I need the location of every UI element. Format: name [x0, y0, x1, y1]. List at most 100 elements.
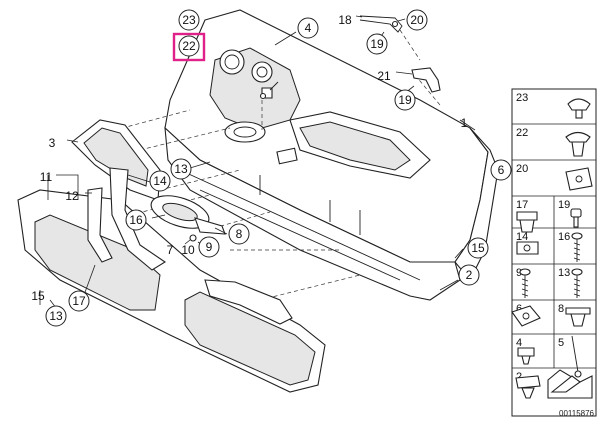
legend-arrow-icon — [547, 369, 593, 399]
callout-c18: 18 — [338, 13, 352, 27]
legend-clip-20-icon — [565, 167, 593, 191]
callout-label: 19 — [398, 93, 412, 107]
callout-label: 14 — [153, 174, 167, 188]
legend-grommet-8-icon — [565, 307, 591, 327]
legend-label-right: 5 — [558, 337, 564, 349]
legend-label-left: 14 — [516, 231, 528, 243]
callout-c11: 11 — [40, 170, 53, 184]
callout-c15-a: 15 — [467, 237, 489, 259]
legend-rivet-22-icon — [565, 131, 591, 157]
callout-c16: 16 — [125, 209, 147, 231]
callout-label: 9 — [206, 240, 213, 254]
legend-screw-13-icon — [571, 268, 583, 298]
callout-c9: 9 — [198, 236, 220, 258]
callout-c13-a: 13 — [170, 158, 192, 180]
callout-label: 12 — [65, 189, 79, 203]
legend-clip-4-icon — [517, 347, 535, 365]
callout-circle — [458, 264, 480, 286]
legend-grommet-17-icon — [516, 211, 538, 233]
callout-c14: 14 — [149, 170, 171, 192]
legend-label-left: 23 — [516, 92, 528, 104]
callout-label: 10 — [181, 243, 195, 257]
callout-label: 6 — [498, 163, 505, 177]
callout-c4: 4 — [297, 17, 319, 39]
callout-c22-top: 22 — [178, 35, 200, 57]
callout-label: 21 — [377, 69, 391, 83]
callout-circle — [366, 33, 388, 55]
legend-label-left: 6 — [516, 303, 522, 315]
callout-label: 13 — [49, 309, 63, 323]
callout-circle — [45, 305, 67, 327]
legend-screw-19-icon — [570, 208, 582, 228]
reference-number: 00115876 — [559, 409, 595, 418]
callout-circle — [406, 9, 428, 31]
callout-label: 4 — [305, 21, 312, 35]
legend-label-right: 8 — [558, 303, 564, 315]
legend-label-left: 2 — [516, 371, 522, 383]
callout-label: 17 — [72, 294, 86, 308]
callout-label: 8 — [236, 227, 243, 241]
door-panel-part-1 — [164, 9, 499, 301]
callout-c7: 7 — [167, 243, 174, 257]
callout-c8: 8 — [228, 223, 250, 245]
callout-c23-top: 23 — [178, 9, 200, 31]
callout-c3: 3 — [49, 136, 56, 150]
legend-wire-5-icon — [571, 335, 582, 378]
callout-c17: 17 — [68, 290, 90, 312]
legend-screw-16-icon — [571, 232, 583, 262]
callout-c6: 6 — [490, 159, 512, 181]
callout-label: 18 — [338, 13, 352, 27]
legend-label-left: 4 — [516, 337, 522, 349]
bracket-part-18 — [359, 15, 403, 33]
callout-circle — [467, 237, 489, 259]
callout-circle — [228, 223, 250, 245]
callout-circle — [297, 17, 319, 39]
callout-c12: 12 — [65, 189, 79, 203]
callout-label: 23 — [182, 13, 196, 27]
callout-label: 7 — [167, 243, 174, 257]
legend-screw-9-icon — [519, 268, 531, 298]
legend-label-right: 16 — [558, 231, 570, 243]
callout-label: 2 — [466, 268, 473, 282]
callout-c2: 2 — [458, 264, 480, 286]
callout-label: 13 — [174, 162, 188, 176]
callout-label: 20 — [410, 13, 424, 27]
callout-circle — [125, 209, 147, 231]
callout-label: 15 — [31, 289, 45, 303]
callout-circle — [198, 236, 220, 258]
legend-label-right: 13 — [558, 267, 570, 279]
callout-circle — [490, 159, 512, 181]
callout-c13-b: 13 — [45, 305, 67, 327]
callout-c19-b: 19 — [394, 89, 416, 111]
callout-label: 22 — [182, 39, 196, 53]
legend-clip-2-icon — [515, 375, 541, 399]
callout-circle — [178, 9, 200, 31]
highlight-box — [172, 32, 206, 62]
callout-c19-a: 19 — [366, 33, 388, 55]
bracket-part-21 — [411, 67, 441, 93]
construction-lines — [114, 29, 441, 301]
callout-c1: 1 — [461, 116, 468, 130]
callout-label: 16 — [129, 213, 143, 227]
callout-circle — [178, 35, 200, 57]
callout-label: 11 — [40, 170, 53, 184]
callout-label: 1 — [461, 116, 468, 130]
callout-c21: 21 — [377, 69, 391, 83]
legend-label-right: 19 — [558, 199, 570, 211]
armrest-trim-part-15 — [17, 167, 326, 393]
callout-label: 19 — [370, 37, 384, 51]
legend-label-left: 9 — [516, 267, 522, 279]
legend-label-left: 22 — [516, 127, 528, 139]
legend-clip-14-icon — [516, 241, 539, 255]
callout-circle — [170, 158, 192, 180]
callout-circle — [149, 170, 171, 192]
legend-label-left: 17 — [516, 199, 528, 211]
callout-circle — [68, 290, 90, 312]
legend-rivet-23-icon — [567, 98, 591, 119]
screw-markers — [189, 81, 279, 242]
callout-c20-top: 20 — [406, 9, 428, 31]
handle-cup-part-7 — [150, 195, 226, 235]
